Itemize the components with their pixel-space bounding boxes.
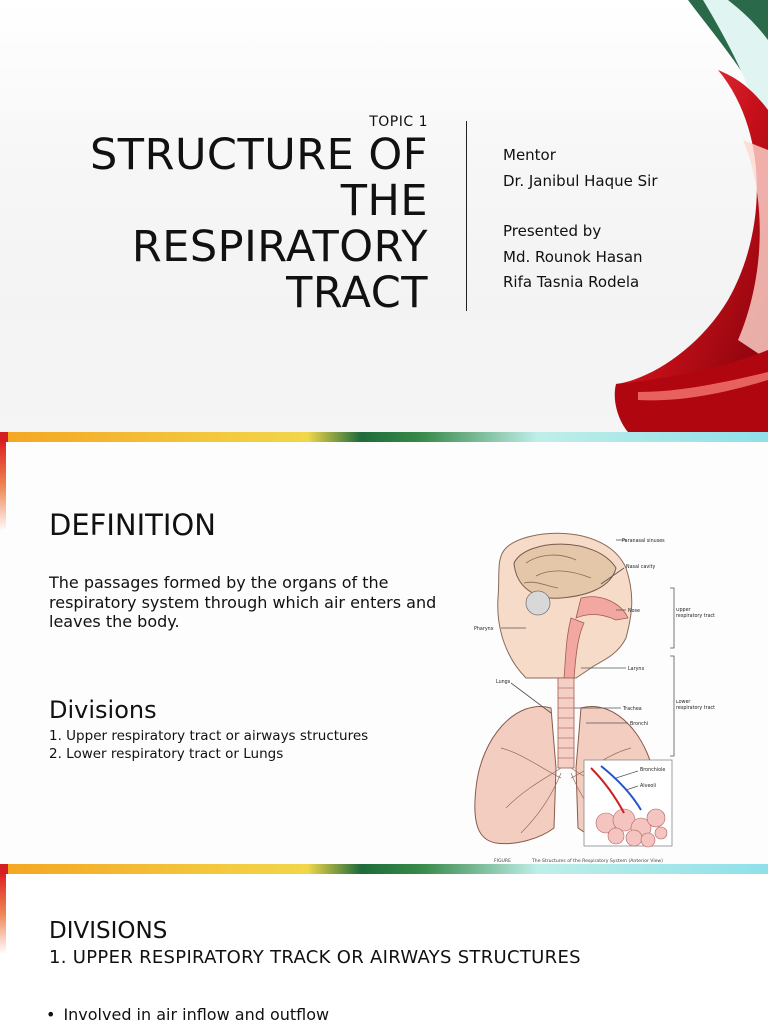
definition-heading: DEFINITION <box>49 508 216 542</box>
divisions-heading: Divisions <box>49 696 157 724</box>
label-lower-tract: Lower respiratory tract <box>676 700 716 711</box>
title-line: THE <box>340 176 428 226</box>
label-trachea: Trachea <box>622 706 642 712</box>
label-bronchi: Bronchi <box>630 721 648 727</box>
topic-label: TOPIC 1 <box>369 114 428 130</box>
label-bronchiole: Bronchiole <box>640 767 665 773</box>
label-larynx: Larynx <box>628 666 644 672</box>
presentation-title: STRUCTURE OF THE RESPIRATORY TRACT <box>48 132 428 316</box>
title-line: TRACT <box>286 268 428 318</box>
mentor-label: Mentor <box>503 146 556 164</box>
presented-label: Presented by <box>503 222 602 240</box>
divisions-title: DIVISIONS <box>49 918 168 944</box>
figure-caption: The Structures of the Respiratory System… <box>531 858 663 864</box>
definition-text: The passages formed by the organs of the… <box>49 573 437 631</box>
division-item: 2. Lower respiratory tract or Lungs <box>49 746 284 762</box>
label-alveoli: Alveoli <box>640 783 656 789</box>
label-nose: Nose <box>628 608 640 614</box>
vertical-divider <box>466 121 467 311</box>
red-ribbon-decoration <box>614 0 768 432</box>
respiratory-system-figure: Paranasal sinuses Nasal cavity Nose Phar… <box>474 532 716 864</box>
credits: Mentor Dr. Janibul Haque Sir Presented b… <box>503 143 657 296</box>
bullet-item: • Involved in air inflow and outflow <box>46 1005 329 1024</box>
label-paranasal: Paranasal sinuses <box>622 538 665 544</box>
division-item: 1. Upper respiratory tract or airways st… <box>49 728 369 744</box>
slide-separator <box>0 432 768 442</box>
definition-slide: DEFINITION The passages formed by the or… <box>0 442 768 864</box>
divisions-slide: DIVISIONS 1. UPPER RESPIRATORY TRACK OR … <box>0 874 768 1024</box>
side-accent <box>0 874 6 954</box>
title-line: RESPIRATORY <box>131 222 428 272</box>
title-slide: TOPIC 1 STRUCTURE OF THE RESPIRATORY TRA… <box>0 0 768 432</box>
label-upper-tract: Upper respiratory tract <box>676 608 716 619</box>
divisions-subtitle: 1. UPPER RESPIRATORY TRACK OR AIRWAYS ST… <box>49 947 581 968</box>
mentor-name: Dr. Janibul Haque Sir <box>503 171 658 190</box>
title-line: STRUCTURE OF <box>90 130 428 180</box>
slide-separator <box>0 864 768 874</box>
label-nasal: Nasal cavity <box>626 564 655 570</box>
presenter-name: Rifa Tasnia Rodela <box>503 273 640 291</box>
bullet-text: Involved in air inflow and outflow <box>63 1005 330 1024</box>
label-lungs: Lungs <box>496 679 511 685</box>
figure-number: FIGURE <box>494 858 511 864</box>
label-pharynx: Pharynx <box>474 626 494 632</box>
bullet-icon: • <box>46 1005 56 1024</box>
presenter-name: Md. Rounok Hasan <box>503 247 643 266</box>
side-accent <box>0 442 6 532</box>
